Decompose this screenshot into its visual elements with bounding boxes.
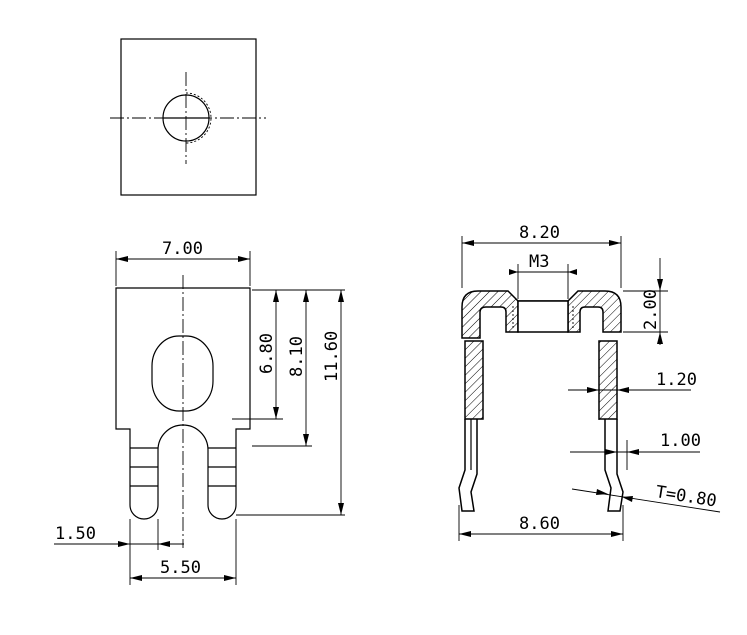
top-view [110,38,266,196]
side-view-left-wall [464,340,484,420]
dim-side-top-thickness: 2.00 [641,289,661,330]
dim-side-thread: M3 [529,252,549,272]
front-view-oval-hole [151,335,214,412]
dim-side-leg-thickness: 1.00 [660,431,701,451]
dim-side-width: 8.20 [519,223,560,243]
dim-side-leg-span: 8.60 [519,514,560,534]
dim-front-width: 7.00 [162,239,203,259]
side-view-thread-bore [517,300,569,333]
dim-front-overall-height: 11.60 [322,331,342,382]
side-view-right-wall [598,340,618,420]
side-view: 8.20 M3 2.00 1.20 1.00 T=0.80 [458,223,721,541]
dim-front-leg-width: 1.50 [55,524,96,544]
dim-front-leg-span: 5.50 [160,558,201,578]
front-view-outline [115,287,251,520]
dim-front-slot-depth: 8.10 [287,336,307,377]
dim-front-hole-to-slot: 6.80 [257,333,277,374]
side-view-left-leg [458,419,478,512]
top-view-outline [120,38,257,196]
front-view: 7.00 6.80 8.10 11.60 1.50 5.50 [54,239,345,585]
side-view-right-leg [604,419,624,512]
dim-side-wall-thickness: 1.20 [656,370,697,390]
